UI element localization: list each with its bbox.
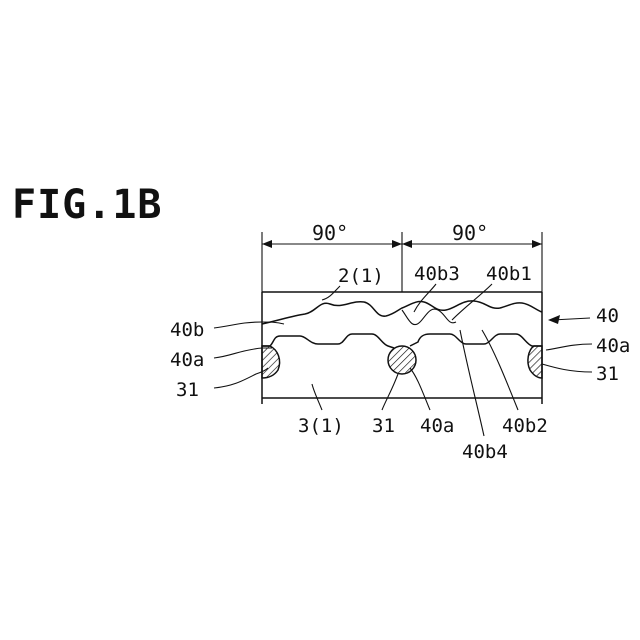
label-31-right: 31	[596, 363, 619, 385]
label-40b4: 40b4	[462, 441, 508, 463]
dimension-right-angle: 90°	[452, 221, 488, 245]
label-31-center: 31	[372, 415, 395, 437]
label-40a-left: 40a	[170, 349, 204, 371]
figure-title: FIG.1B	[12, 182, 163, 228]
label-40: 40	[596, 305, 619, 327]
upper-interface-curve	[262, 301, 542, 324]
dimension-left-angle: 90°	[312, 221, 348, 245]
label-40a-right: 40a	[596, 335, 630, 357]
label-40b1: 40b1	[486, 263, 532, 285]
label-31-left: 31	[176, 379, 199, 401]
center-surface-curve	[402, 309, 456, 325]
label-40b2: 40b2	[502, 415, 548, 437]
label-40b-left: 40b	[170, 319, 204, 341]
label-40a-center: 40a	[420, 415, 454, 437]
label-lower-member: 3(1)	[298, 415, 344, 437]
label-upper-member: 2(1)	[338, 265, 384, 287]
seal-31-left	[262, 346, 280, 378]
label-40b3: 40b3	[414, 263, 460, 285]
seal-31-right	[528, 346, 542, 378]
